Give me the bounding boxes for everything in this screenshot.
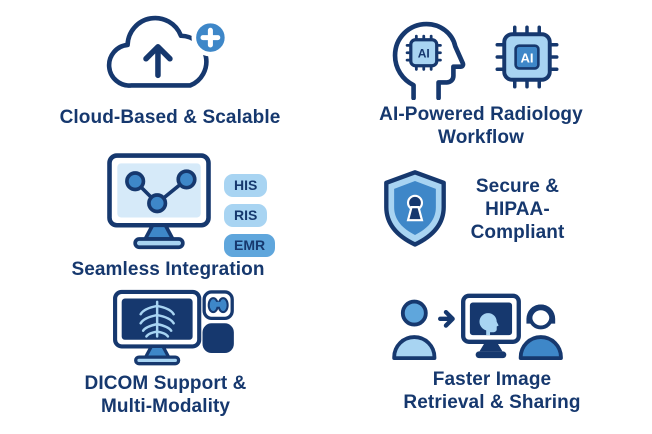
integration-label: Seamless Integration bbox=[71, 259, 265, 280]
network-node bbox=[125, 171, 146, 192]
head-ai-chip-icon: AI bbox=[392, 21, 466, 101]
brain-chip-label: AI bbox=[418, 46, 430, 60]
sharing-label-line1: Faster Image bbox=[432, 369, 552, 390]
person-icon bbox=[392, 299, 437, 361]
ai-label-line2: Workflow bbox=[438, 127, 524, 149]
plus-icon bbox=[200, 27, 221, 48]
integration-badges: HIS RIS EMR bbox=[224, 174, 276, 257]
network-node bbox=[176, 169, 197, 190]
sharing-label: Faster Image Retrieval & Sharing bbox=[347, 368, 637, 414]
scan-image bbox=[479, 313, 499, 336]
cloud-upload-plus-icon bbox=[106, 15, 230, 88]
scan-monitor-icon bbox=[461, 293, 521, 359]
feature-secure bbox=[380, 168, 450, 253]
keyhole-icon bbox=[406, 194, 424, 222]
badge-ris: RIS bbox=[224, 203, 268, 227]
ai-label-line1: AI-Powered Radiology bbox=[379, 104, 583, 125]
secure-label-line1: Secure & bbox=[475, 176, 560, 197]
feature-cloud bbox=[100, 10, 238, 107]
monitor-xray-icon bbox=[113, 289, 234, 366]
people-monitor-share-icon bbox=[392, 293, 563, 361]
sharing-label-line2: Retrieval & Sharing bbox=[403, 392, 581, 414]
ribcage-icon bbox=[139, 300, 175, 338]
feature-ai-chip: AI bbox=[492, 22, 562, 97]
modality-tile-icon bbox=[202, 323, 234, 353]
person-icon bbox=[518, 304, 563, 361]
badge-his: HIS bbox=[224, 174, 268, 197]
ai-chip-icon: AI bbox=[495, 25, 559, 89]
dicom-label-line1: DICOM Support & bbox=[84, 373, 247, 394]
upload-arrow-icon bbox=[143, 44, 173, 79]
arrow-right-icon bbox=[438, 309, 455, 328]
shield-keyhole-icon bbox=[384, 170, 446, 247]
feature-sharing bbox=[390, 292, 568, 366]
dicom-label-line2: Multi-Modality bbox=[100, 396, 231, 418]
feature-ai: AI bbox=[383, 12, 471, 105]
secure-label: Secure & HIPAA- Compliant bbox=[430, 175, 605, 245]
secure-label-line2: HIPAA- bbox=[485, 199, 550, 221]
network-node bbox=[147, 193, 168, 214]
cloud-label: Cloud-Based & Scalable bbox=[59, 107, 281, 128]
ai-chip-label: AI bbox=[520, 50, 533, 65]
brain-chip bbox=[409, 38, 439, 68]
ai-label: AI-Powered Radiology Workflow bbox=[336, 103, 626, 149]
feature-integration bbox=[104, 150, 214, 256]
badge-emr: EMR bbox=[224, 233, 276, 257]
feature-dicom bbox=[110, 287, 234, 372]
secure-label-line3: Compliant bbox=[470, 222, 565, 244]
dicom-label: DICOM Support & Multi-Modality bbox=[8, 372, 323, 418]
monitor-network-icon bbox=[107, 153, 211, 250]
